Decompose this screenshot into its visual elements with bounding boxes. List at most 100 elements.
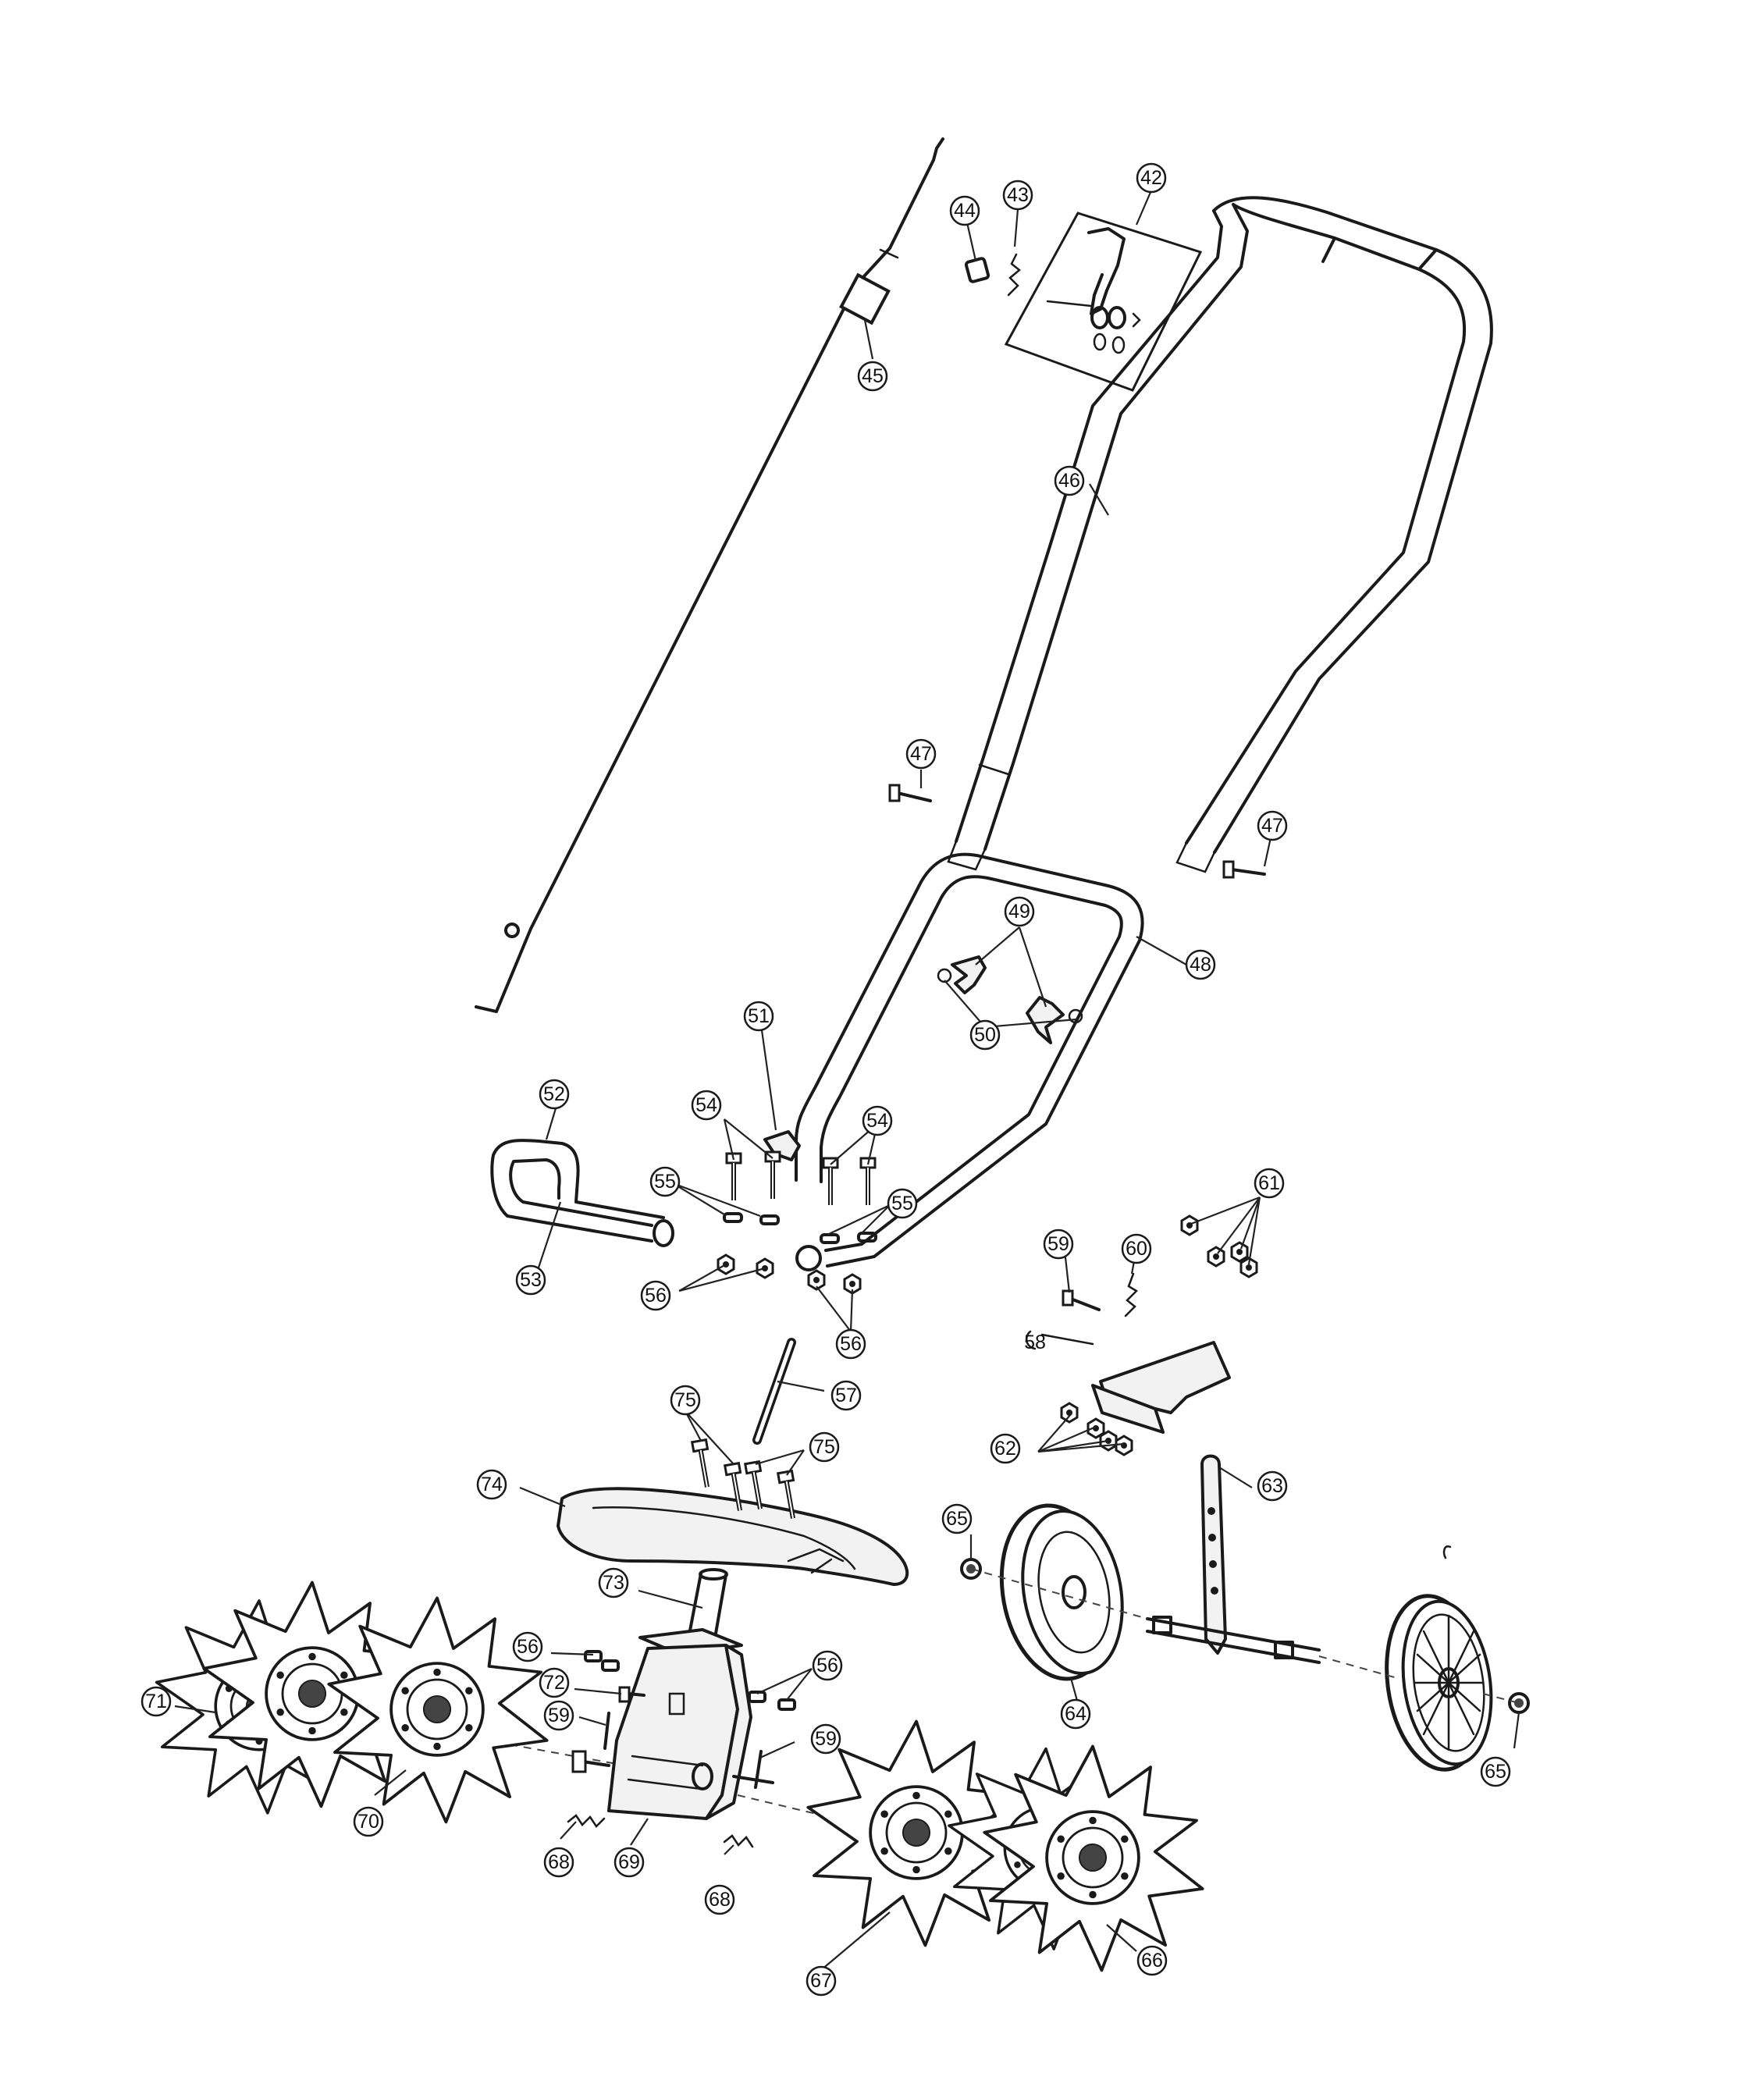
pin-59-right <box>754 1750 763 1789</box>
svg-text:47: 47 <box>910 743 932 765</box>
callout-55-left: 55 <box>649 1166 681 1197</box>
pin-59-left <box>603 1712 610 1750</box>
wheel-spoked-right <box>1385 1545 1493 1772</box>
svg-text:46: 46 <box>1058 470 1080 492</box>
washers-55-right <box>820 1232 877 1244</box>
callout-61: 61 <box>1254 1168 1285 1199</box>
bolts-61 <box>1180 1214 1258 1278</box>
svg-text:75: 75 <box>674 1389 696 1411</box>
handle-bolt-right <box>1222 860 1266 879</box>
clip-60 <box>1124 1272 1139 1317</box>
bolt-54-d <box>861 1158 875 1205</box>
svg-text:48: 48 <box>1190 954 1211 976</box>
callout-72: 72 <box>539 1667 570 1698</box>
svg-text:59: 59 <box>548 1705 570 1726</box>
callout-69: 69 <box>613 1847 645 1878</box>
throttle-lever-kit <box>1004 212 1203 392</box>
spring-68-left <box>567 1814 606 1828</box>
svg-text:65: 65 <box>946 1508 968 1530</box>
callout-59-upper: 59 <box>1043 1229 1074 1260</box>
callout-64: 64 <box>1060 1698 1091 1730</box>
fitting-72 <box>618 1686 645 1703</box>
spring-68-right <box>723 1834 754 1848</box>
callout-57: 57 <box>830 1380 862 1411</box>
svg-text:47: 47 <box>1261 815 1283 837</box>
svg-text:54: 54 <box>695 1094 717 1116</box>
callout-73: 73 <box>598 1567 629 1598</box>
svg-text:74: 74 <box>481 1474 503 1495</box>
svg-text:68: 68 <box>548 1851 570 1873</box>
callout-56-gearbox-right: 56 <box>812 1650 843 1681</box>
callout-68-left: 68 <box>543 1847 574 1878</box>
svg-text:61: 61 <box>1258 1172 1280 1194</box>
callout-66: 66 <box>1136 1945 1168 1976</box>
handle-end-52 <box>490 1139 674 1247</box>
callout-68-right: 68 <box>704 1884 735 1915</box>
handle-bolt-left <box>888 784 932 802</box>
svg-text:64: 64 <box>1065 1703 1086 1725</box>
callout-46: 46 <box>1054 465 1085 496</box>
callout-67: 67 <box>806 1965 837 1997</box>
washers-55-left <box>723 1212 780 1225</box>
svg-text:67: 67 <box>810 1970 832 1992</box>
callout-51: 51 <box>743 1001 774 1032</box>
callout-60: 60 <box>1121 1233 1152 1264</box>
svg-text:73: 73 <box>603 1572 624 1594</box>
bolt-54-b <box>766 1152 780 1199</box>
callout-43: 43 <box>1002 180 1033 211</box>
callout-59-left: 59 <box>543 1700 574 1731</box>
callout-58: 58 <box>1024 1332 1046 1353</box>
svg-text:56: 56 <box>816 1655 838 1677</box>
svg-text:65: 65 <box>1485 1761 1506 1783</box>
throttle-cable <box>475 137 944 1013</box>
svg-text:60: 60 <box>1126 1238 1147 1260</box>
drive-shaft-57 <box>752 1338 796 1445</box>
callout-65-right: 65 <box>1480 1756 1511 1787</box>
svg-text:56: 56 <box>645 1285 667 1307</box>
svg-text:62: 62 <box>994 1438 1016 1460</box>
svg-text:56: 56 <box>517 1636 539 1658</box>
callout-75-left: 75 <box>670 1385 701 1416</box>
callout-54-right: 54 <box>862 1105 893 1136</box>
svg-text:57: 57 <box>835 1385 857 1406</box>
svg-text:59: 59 <box>1047 1233 1069 1255</box>
pin-59-upper <box>1062 1289 1101 1311</box>
svg-text:43: 43 <box>1007 184 1029 206</box>
svg-text:69: 69 <box>618 1851 640 1873</box>
callout-56-left: 56 <box>640 1280 671 1311</box>
wheel-64 <box>999 1503 1124 1681</box>
svg-text:54: 54 <box>866 1110 888 1132</box>
svg-text:56: 56 <box>840 1333 862 1355</box>
svg-text:50: 50 <box>974 1024 996 1046</box>
lower-handle <box>795 852 1144 1271</box>
svg-text:42: 42 <box>1140 167 1162 189</box>
callout-74: 74 <box>476 1469 507 1500</box>
spring-43 <box>1007 253 1021 297</box>
callout-54-left: 54 <box>691 1090 722 1121</box>
svg-text:49: 49 <box>1008 901 1030 923</box>
nuts-56-gearbox-left <box>584 1650 620 1672</box>
wheel-axle-63 <box>1146 1454 1321 1664</box>
callout-56-right: 56 <box>835 1328 866 1360</box>
callout-47-left: 47 <box>905 738 937 770</box>
callout-44: 44 <box>949 195 980 226</box>
svg-text:55: 55 <box>654 1171 676 1193</box>
callout-47-right: 47 <box>1257 810 1288 841</box>
callout-55-right: 55 <box>887 1188 918 1219</box>
svg-text:44: 44 <box>954 200 976 222</box>
svg-text:55: 55 <box>891 1193 913 1214</box>
callout-53: 53 <box>515 1264 546 1296</box>
bolt-54-a <box>727 1154 741 1200</box>
callout-70: 70 <box>353 1806 384 1837</box>
nuts-56-gearbox-right <box>748 1691 796 1711</box>
svg-text:51: 51 <box>748 1005 770 1027</box>
cable-clip-44 <box>964 257 990 283</box>
callout-75-right: 75 <box>809 1431 840 1463</box>
bolt-54-c <box>823 1158 838 1205</box>
callout-59-right: 59 <box>810 1723 841 1755</box>
mount-tube-73 <box>638 1568 743 1656</box>
svg-text:72: 72 <box>543 1672 565 1694</box>
callout-71: 71 <box>140 1686 172 1717</box>
svg-text:53: 53 <box>520 1269 542 1291</box>
svg-text:58: 58 <box>1024 1332 1046 1353</box>
